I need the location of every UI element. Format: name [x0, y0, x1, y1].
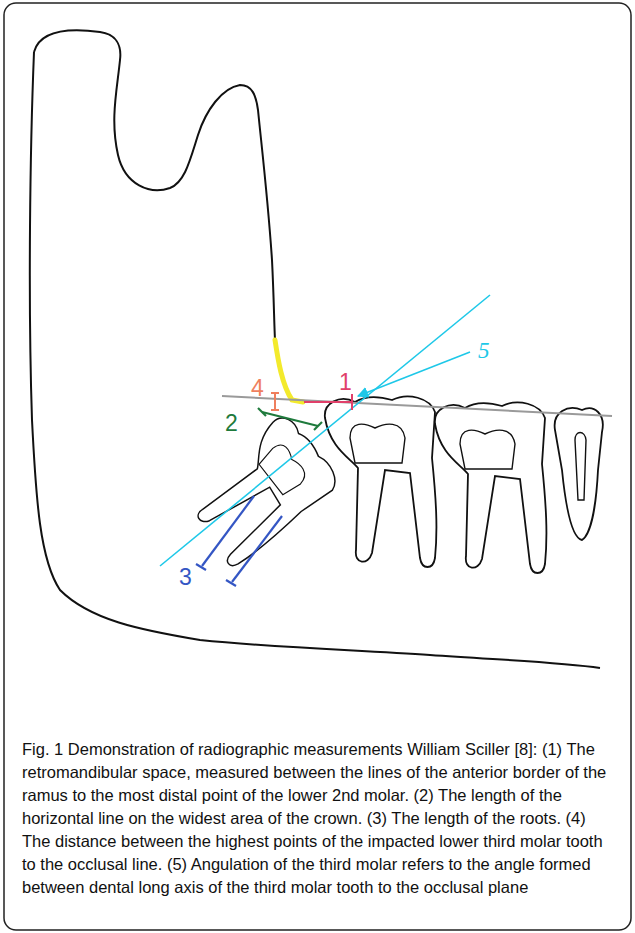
mandible-lower-border: [30, 52, 600, 668]
ramus-anterior-border: [275, 340, 303, 402]
second-molar: [325, 396, 437, 567]
callout-number: 2: [225, 412, 238, 435]
root-length-measure: [196, 496, 282, 586]
depth-measure: [271, 393, 279, 410]
retromolar-space-measure: [304, 394, 352, 410]
callout-number: 4: [251, 377, 264, 400]
crown-width-measure: [258, 408, 322, 430]
occlusal-line: [222, 396, 612, 416]
callout-number: 1: [339, 371, 352, 394]
figure-caption: Fig. 1 Demonstration of radiographic mea…: [22, 738, 614, 899]
ramus-outline: [34, 30, 275, 340]
long-axis-line: [160, 295, 490, 566]
premolar: [555, 408, 603, 540]
first-molar: [435, 402, 547, 573]
callout-number: 3: [179, 566, 192, 589]
angle-leader-arrow: [358, 352, 470, 396]
figure-frame: [4, 3, 631, 930]
callout-number: 5: [478, 339, 490, 362]
